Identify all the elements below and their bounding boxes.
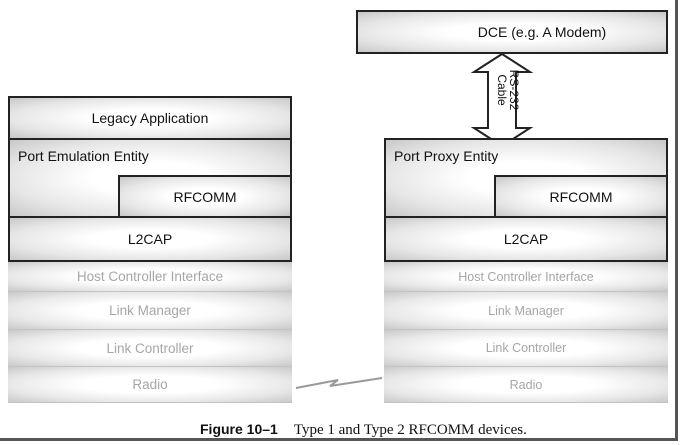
link-manager-box-right: Link Manager	[384, 292, 668, 330]
link-manager-label-left: Link Manager	[109, 303, 191, 318]
dce-modem-label: DCE (e.g. A Modem)	[477, 24, 607, 40]
radio-label-right: Radio	[509, 377, 543, 392]
figure-caption: Figure 10–1 Type 1 and Type 2 RFCOMM devi…	[200, 421, 527, 439]
hci-box-right: Host Controller Interface	[384, 262, 668, 292]
l2cap-box-right: L2CAP	[384, 216, 668, 262]
radio-label-left: Radio	[132, 377, 168, 392]
link-controller-label-right: Link Controller	[485, 341, 567, 355]
rfcomm-box-right: RFCOMM	[494, 175, 668, 218]
link-controller-box-left: Link Controller	[8, 330, 292, 367]
dce-modem-box: DCE (e.g. A Modem)	[356, 10, 668, 54]
rfcomm-label-left: RFCOMM	[173, 188, 237, 205]
radio-box-left: Radio	[8, 367, 292, 403]
rfcomm-label-right: RFCOMM	[549, 188, 613, 205]
radio-box-right: Radio	[384, 367, 668, 403]
legacy-application-label: Legacy Application	[91, 110, 209, 126]
wireless-link-icon	[295, 377, 383, 389]
hci-label-left: Host Controller Interface	[76, 269, 224, 284]
hci-label-right: Host Controller Interface	[458, 269, 594, 284]
link-controller-box-right: Link Controller	[384, 330, 668, 367]
figure-caption-text: Type 1 and Type 2 RFCOMM devices.	[293, 422, 527, 438]
link-manager-label-right: Link Manager	[488, 303, 564, 318]
figure-number: Figure 10–1	[200, 421, 278, 437]
port-proxy-entity-label: Port Proxy Entity	[394, 148, 499, 164]
l2cap-box-left: L2CAP	[8, 216, 292, 262]
l2cap-label-left: L2CAP	[127, 231, 173, 247]
port-emulation-entity-label: Port Emulation Entity	[18, 148, 149, 164]
l2cap-label-right: L2CAP	[503, 231, 549, 247]
link-manager-box-left: Link Manager	[8, 292, 292, 330]
hci-box-left: Host Controller Interface	[8, 262, 292, 292]
rs232-cable-label: RS-232 Cable	[495, 69, 521, 111]
link-controller-label-left: Link Controller	[106, 340, 194, 356]
